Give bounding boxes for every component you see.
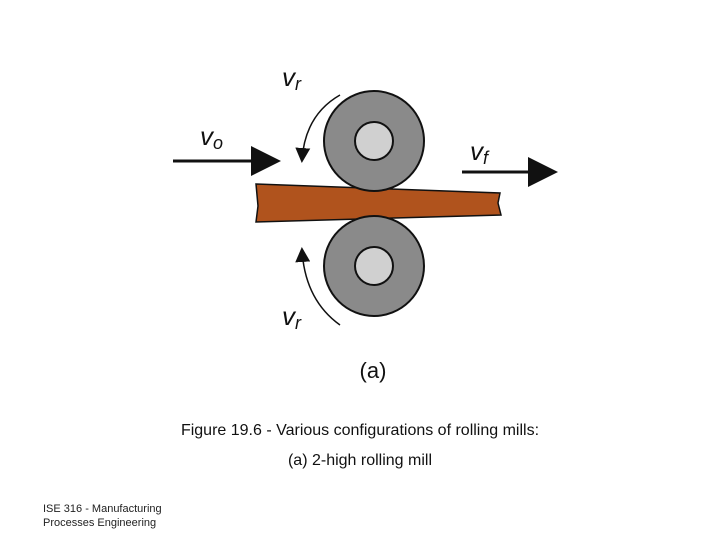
top-roll [323, 90, 425, 192]
footer-line-2: Processes Engineering [43, 517, 157, 529]
figure-caption-line-1: Figure 19.6 ‑ Various configurations of … [180, 422, 540, 439]
top-roll-hub [354, 121, 394, 161]
bottom-roll-velocity-label: vr [282, 301, 302, 333]
bottom-roll-rotation-arrow [295, 247, 341, 326]
exit-velocity-label: vf [470, 136, 490, 168]
top-roll-rotation-arrow [295, 94, 341, 163]
course-footer: ISE 316 ‑ Manufacturing Processes Engine… [43, 502, 162, 530]
bottom-roll [323, 215, 425, 317]
footer-line-1: ISE 316 ‑ Manufacturing [43, 503, 162, 515]
bottom-roll-hub [354, 246, 394, 286]
workpiece-strip [255, 183, 502, 223]
panel-label: (a) [360, 358, 387, 383]
entry-velocity-label: vo [200, 121, 223, 153]
figure-caption-line-2: (a) 2‑high rolling mill [287, 452, 433, 469]
top-roll-velocity-label: vr [282, 62, 302, 94]
